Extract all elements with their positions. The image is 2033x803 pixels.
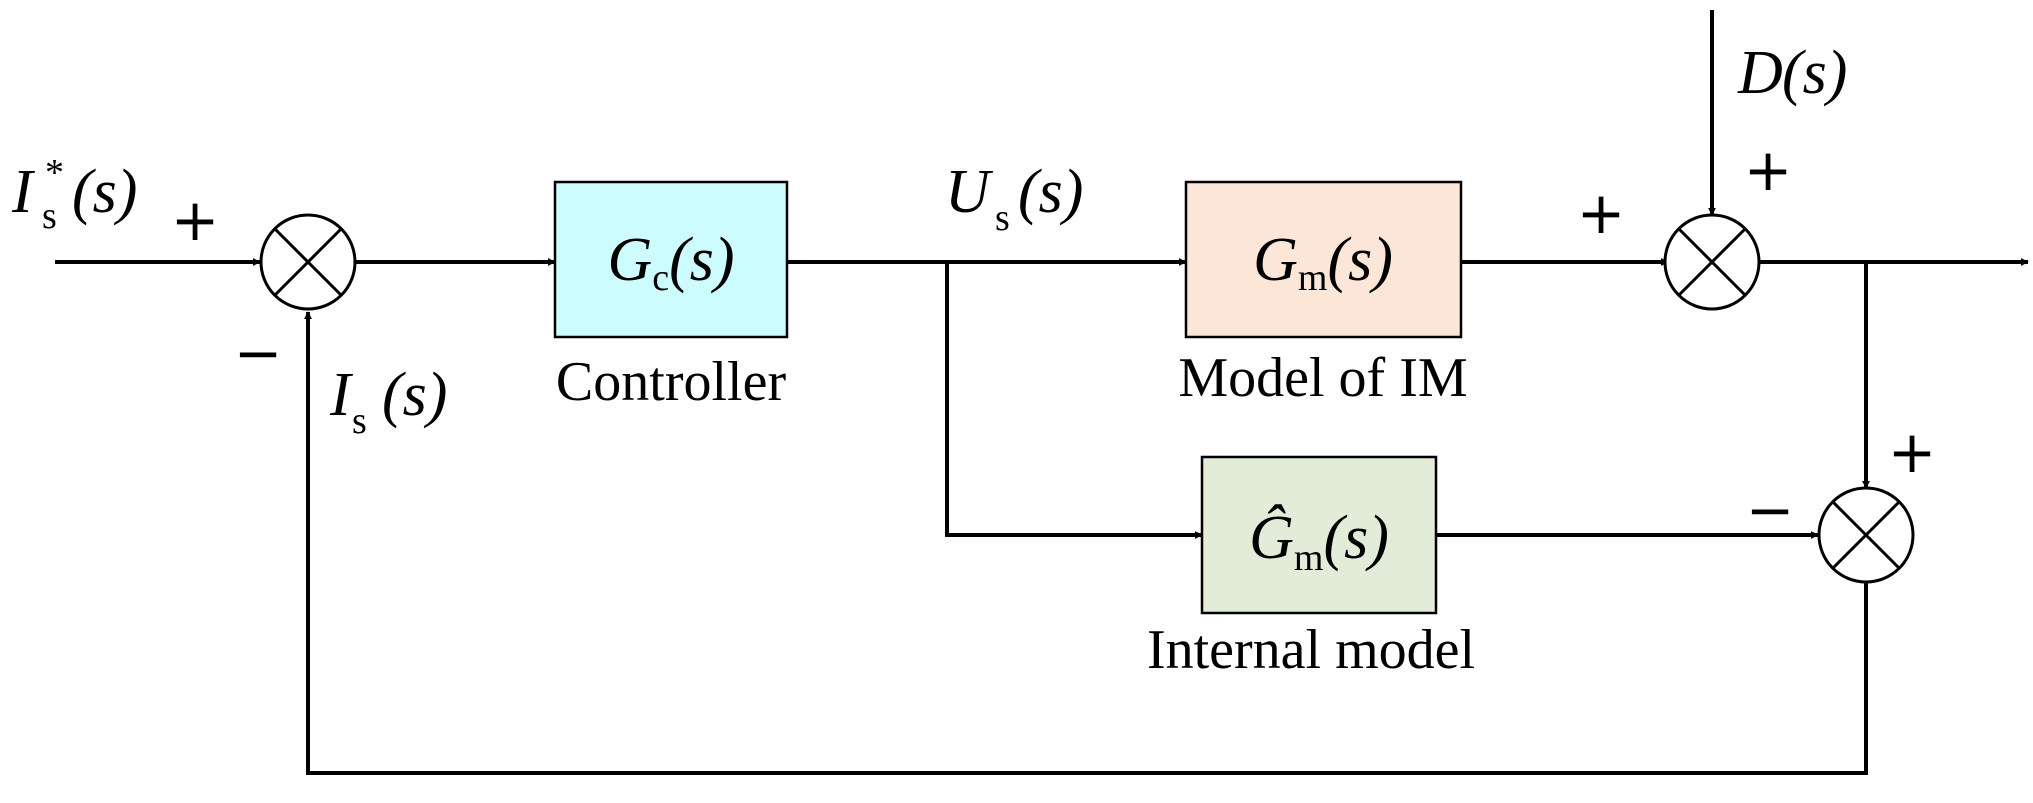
reference-signal-label: I * s (s) [11,152,137,237]
control-subscript: s [995,197,1010,239]
summing-junction-2 [1663,213,1761,311]
summing-junction-1 [259,213,357,311]
summing-junction-3 [1817,486,1915,584]
feedback-signal-label: I s (s) [329,361,447,442]
reference-argument: (s) [72,158,137,226]
plant-caption: Model of IM [1178,347,1467,409]
controller-block: Gc(s) [553,180,789,339]
controller-caption: Controller [556,351,787,413]
disturbance-argument: (s) [1782,39,1847,107]
plant-argument: (s) [1327,226,1392,294]
sum2-plant-sign: + [1577,179,1626,247]
feedback-argument: (s) [382,361,447,429]
sum1-reference-sign: + [171,186,220,254]
reference-subscript: s [42,195,57,237]
internal-model-caption: Internal model [1147,619,1475,681]
control-symbol: U [945,158,994,226]
feedback-subscript: s [352,400,367,442]
feedback-line [304,311,1868,775]
internal-model-symbol: Ĝ [1249,504,1294,572]
sum1-feedback-sign: − [234,319,283,387]
control-signal-label: U s (s) [945,158,1083,239]
svg-text:Ĝm(s): Ĝm(s) [1249,504,1389,579]
plant-block: Gm(s) [1184,180,1463,339]
reference-superscript: * [45,152,64,194]
internal-model-subscript: m [1294,537,1324,579]
feedback-symbol: I [329,361,354,429]
disturbance-symbol: D [1737,39,1783,107]
control-argument: (s) [1018,158,1083,226]
internal-model-argument: (s) [1323,504,1388,572]
plant-symbol: G [1253,226,1298,294]
control-branch-line [945,262,1203,539]
svg-text:Gc(s): Gc(s) [607,226,734,299]
internal-model-block: Ĝm(s) [1200,455,1438,615]
svg-text:Gm(s): Gm(s) [1253,226,1393,299]
disturbance-signal-label: D (s) [1737,39,1847,107]
plant-subscript: m [1298,257,1328,299]
controller-symbol: G [607,226,652,294]
controller-subscript: c [652,257,669,299]
sum3-output-sign: + [1888,418,1937,486]
sum2-disturbance-sign: + [1744,136,1793,204]
reference-symbol: I [11,158,36,226]
sum3-model-sign: − [1746,476,1795,544]
controller-argument: (s) [669,226,734,294]
